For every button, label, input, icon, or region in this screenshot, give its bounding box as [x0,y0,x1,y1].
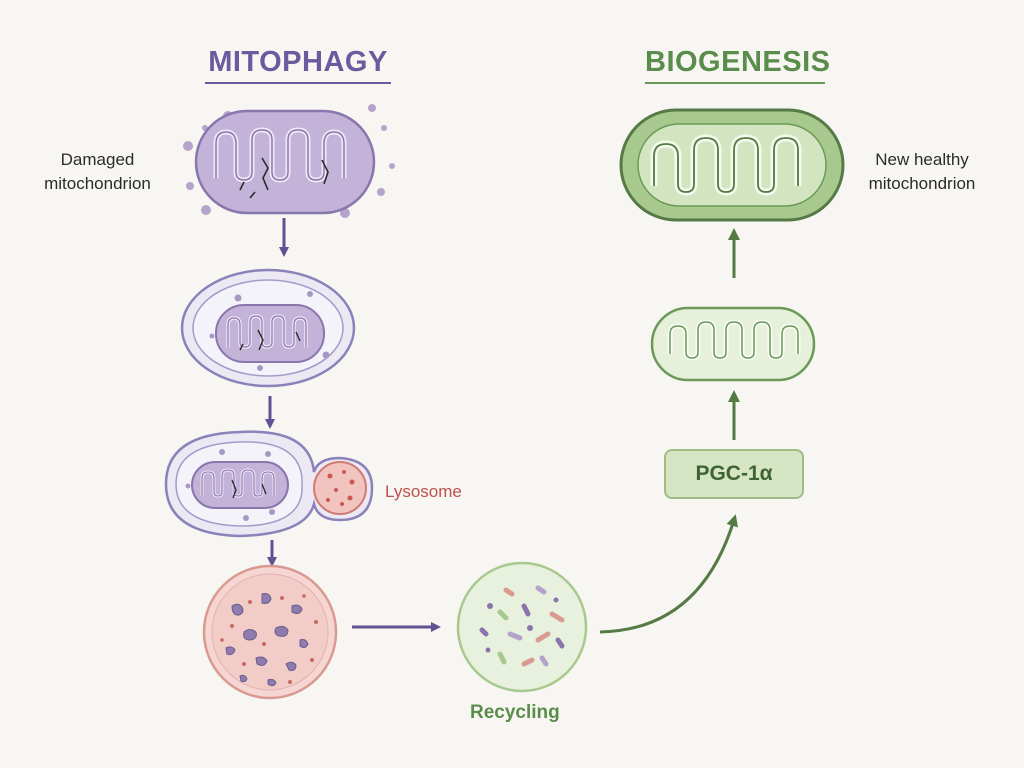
healthy-label-line1: New healthy [875,150,969,169]
pgc-1a-box: PGC-1α [664,449,804,499]
biogenesis-title: BIOGENESIS [645,46,830,84]
lysosome-label: Lysosome [385,482,462,501]
damaged-label-line2: mitochondrion [44,174,151,193]
autolysosome-icon [202,564,338,700]
autophagosome-icon [180,268,356,388]
recycling-vesicle-icon [456,561,588,693]
lysosome-fusion-icon [164,430,374,538]
damaged-label-line1: Damaged [60,150,135,169]
growing-mitochondrion-icon [650,306,816,382]
healthy-mitochondrion-icon [619,108,845,222]
healthy-label-line2: mitochondrion [868,174,976,193]
pgc-1a-label: PGC-1α [695,462,773,485]
recycling-label: Recycling [470,702,560,723]
damaged-mitochondrion-icon [183,104,395,218]
healthy-mitochondrion-label: New healthy mitochondrion [852,148,992,196]
arrow-to-pgc [599,514,738,634]
damaged-mitochondrion-label: Damaged mitochondrion [30,148,165,196]
mitophagy-title: MITOPHAGY [205,46,391,84]
